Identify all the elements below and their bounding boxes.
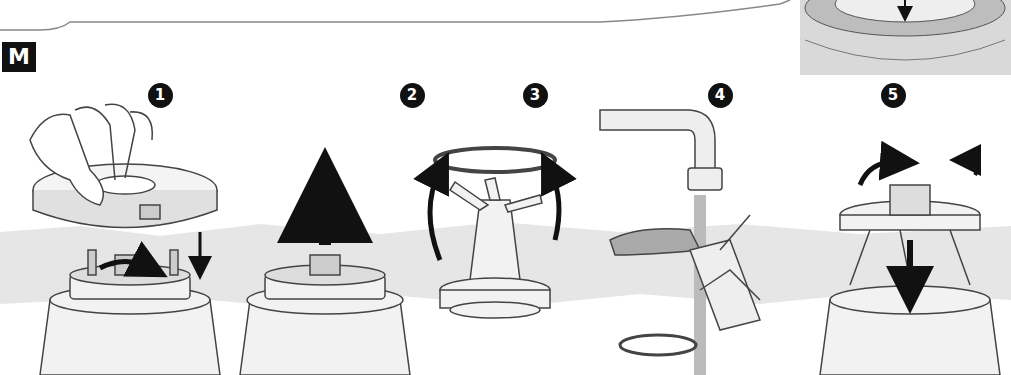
shape-fill: [400, 83, 425, 108]
shape-fill: [881, 83, 906, 108]
callout-number: 5: [881, 83, 906, 108]
figure-letter-text: M: [8, 46, 30, 68]
shape-fill: [2, 42, 36, 72]
callout-number: 3: [523, 83, 548, 108]
callout-number-text: 4: [715, 88, 725, 103]
callout-number-text: 1: [155, 88, 165, 103]
callout-number: 1: [148, 83, 173, 108]
callout-number: 2: [400, 83, 425, 108]
figure-letter: M: [2, 42, 36, 72]
callout-number-text: 3: [530, 88, 540, 103]
callout-number-text: 2: [407, 88, 417, 103]
callout-number: 4: [708, 83, 733, 108]
shape-fill: [523, 83, 548, 108]
shape-fill: [708, 83, 733, 108]
shape-fill: [148, 83, 173, 108]
callout-number-text: 5: [888, 88, 898, 103]
